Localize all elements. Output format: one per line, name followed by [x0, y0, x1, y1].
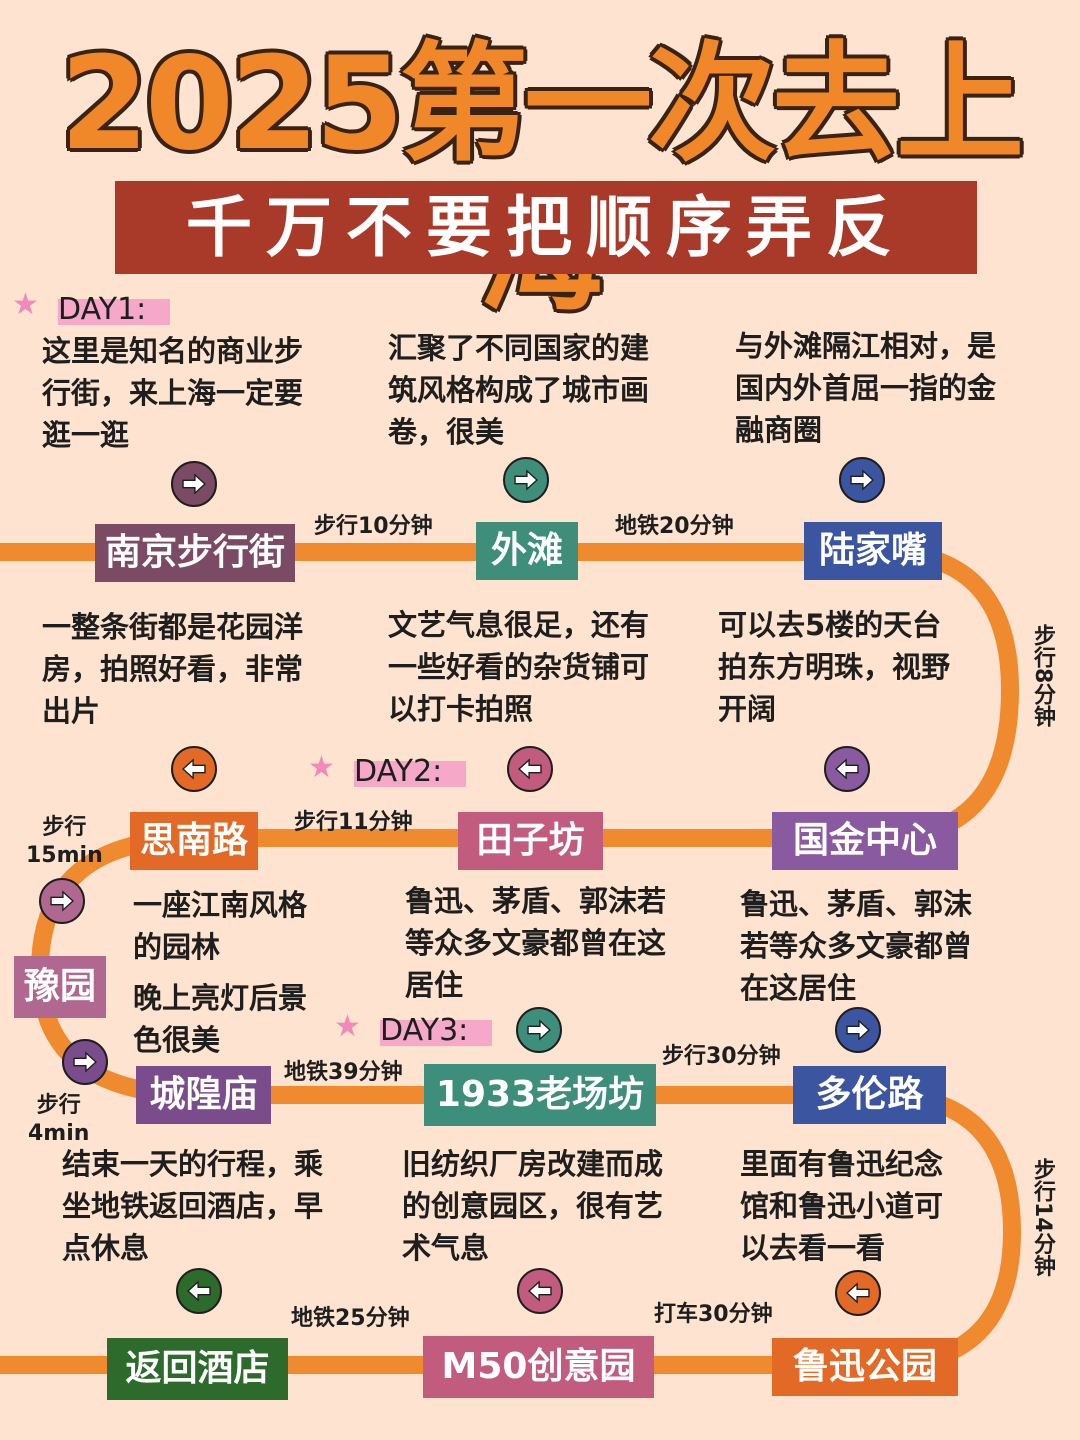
desc-return-hotel: 结束一天的行程，乘 坐地铁返回酒店，早 点休息: [62, 1147, 324, 1265]
station-the-bund: 外滩: [476, 522, 578, 580]
transport-label: 步行 15min: [26, 815, 103, 868]
arrow-left-icon: [517, 1268, 563, 1314]
arrow-right-icon: [839, 457, 885, 503]
desc-yuyuan-1: 一座江南风格 的园林: [133, 888, 308, 964]
station-lujiazui: 陆家嘴: [804, 522, 942, 580]
station-tianzifang: 田子坊: [458, 812, 603, 870]
transport-label: 地铁25分钟: [291, 1306, 410, 1331]
station-m50: M50创意园: [423, 1336, 654, 1398]
arrow-right-icon: [516, 1007, 562, 1053]
arrow-left-icon: [824, 746, 870, 792]
day-label-1: DAY1:: [58, 295, 170, 325]
arrow-right-icon: [62, 1039, 108, 1085]
transport-label: 地铁20分钟: [615, 514, 734, 539]
arrow-left-icon: [171, 746, 217, 792]
transport-label: 打车30分钟: [654, 1302, 773, 1327]
desc-nanjing-road: 这里是知名的商业步 行街，来上海一定要 逛一逛: [42, 334, 304, 452]
station-luxun-park: 鲁迅公园: [772, 1338, 958, 1396]
desc-the-bund: 汇聚了不同国家的建 筑风格构成了城市画 卷，很美: [388, 331, 650, 449]
arrow-left-icon: [835, 1270, 881, 1316]
arrow-right-icon: [39, 878, 85, 924]
transport-label: 步行30分钟: [662, 1044, 781, 1069]
station-chenghuang-temple: 城隍庙: [136, 1066, 271, 1124]
desc-duolun-residents: 鲁迅、茅盾、郭沫 若等众多文豪都曾 在这居住: [740, 887, 973, 1005]
desc-ifc: 可以去5楼的天台 拍东方明珠，视野 开阔: [718, 608, 951, 726]
transport-label: 步行10分钟: [314, 514, 433, 539]
subtitle-banner: 千万不要把顺序弄反: [115, 181, 977, 274]
arrow-left-icon: [507, 746, 553, 792]
arrow-right-icon: [171, 461, 217, 507]
transport-label: 步行14分钟: [1030, 1158, 1055, 1277]
desc-lujiazui: 与外滩隔江相对，是 国内外首屈一指的金 融商圈: [735, 329, 997, 447]
station-duolun-road: 多伦路: [793, 1066, 946, 1124]
station-nanjing-road: 南京步行街: [95, 524, 295, 582]
desc-tianzifang: 文艺气息很足，还有 一些好看的杂货铺可 以打卡拍照: [388, 608, 650, 726]
star-icon: ★: [308, 750, 335, 785]
station-yuyuan: 豫园: [14, 956, 106, 1018]
desc-m50: 旧纺织厂房改建而成 的创意园区，很有艺 术气息: [402, 1147, 664, 1265]
station-sinan-road: 思南路: [130, 812, 258, 870]
arrow-left-icon: [176, 1268, 222, 1314]
transport-label: 步行8分钟: [1030, 624, 1055, 728]
station-1933: 1933老场坊: [424, 1064, 656, 1126]
arrow-right-icon: [835, 1007, 881, 1053]
arrow-right-icon: [503, 457, 549, 503]
day-label-3: DAY3:: [380, 1016, 492, 1046]
desc-yuyuan-2: 晚上亮灯后景 色很美: [133, 981, 308, 1057]
transport-label: 步行 4min: [28, 1093, 90, 1146]
day-label-2: DAY2:: [354, 757, 466, 787]
station-return-hotel: 返回酒店: [107, 1338, 288, 1400]
star-icon: ★: [334, 1009, 361, 1044]
transport-label: 地铁39分钟: [284, 1060, 403, 1085]
desc-luxun-park: 里面有鲁迅纪念 馆和鲁迅小道可 以去看一看: [740, 1147, 944, 1265]
station-ifc: 国金中心: [772, 812, 958, 870]
desc-tianzifang-residents: 鲁迅、茅盾、郭沫若 等众多文豪都曾在这 居住: [405, 884, 667, 1002]
transport-label: 步行11分钟: [294, 810, 413, 835]
star-icon: ★: [12, 287, 39, 322]
desc-sinan-road: 一整条街都是花园洋 房，拍照好看，非常 出片: [42, 610, 304, 728]
